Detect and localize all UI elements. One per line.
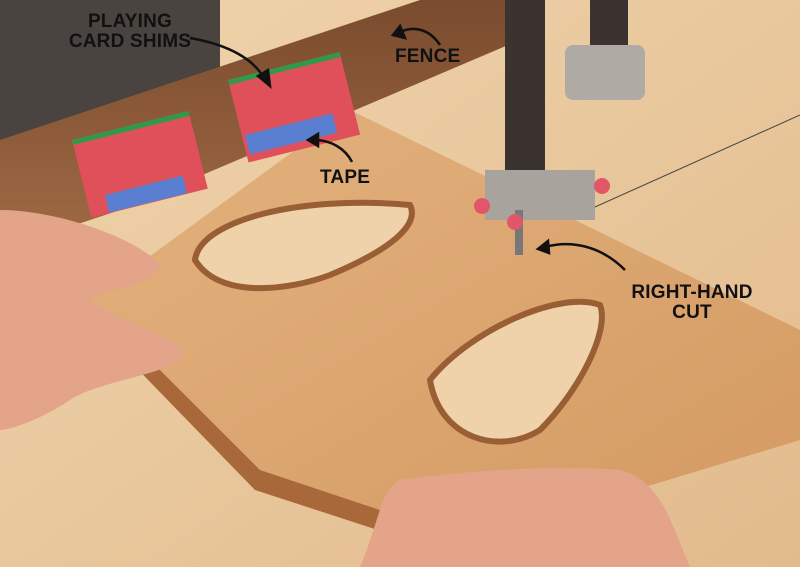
callout-right-hand-cut: RIGHT-HAND CUT [612,283,772,323]
callout-shims-line1: PLAYING [87,11,173,32]
callout-tape: TAPE [320,167,371,188]
callout-cut-line1: RIGHT-HAND [631,282,753,303]
callout-shims-line2: CARD SHIMS [68,31,192,52]
callout-arrows [189,23,626,271]
callout-fence: FENCE [395,46,461,67]
callout-cut-line2: CUT [672,302,712,323]
cutout-left [191,199,415,292]
left-hand [0,210,185,430]
bandsaw-guide [474,0,645,255]
cutout-right [426,298,605,445]
playing-card-left [71,110,208,218]
callout-playing-card-shims: PLAYING CARD SHIMS [55,12,205,52]
right-hand [360,468,690,567]
